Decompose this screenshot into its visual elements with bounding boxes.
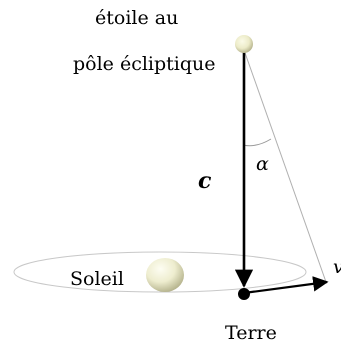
apparent-direction-line [243,49,327,283]
v-label: v [333,256,341,278]
alpha-label: α [256,153,269,175]
sun [146,258,184,292]
earth [238,288,250,300]
c-label: c [198,168,212,194]
earth-label: Terre [225,322,277,344]
ecliptic-pole-star [235,35,253,53]
star-label-line1: étoile au [95,7,178,29]
star-label-line2: pôle écliptique [73,53,216,75]
sun-label: Soleil [70,268,124,290]
alpha-arc [242,138,272,147]
earth-velocity-vector-v [243,276,329,295]
earth-orbit [13,251,307,293]
